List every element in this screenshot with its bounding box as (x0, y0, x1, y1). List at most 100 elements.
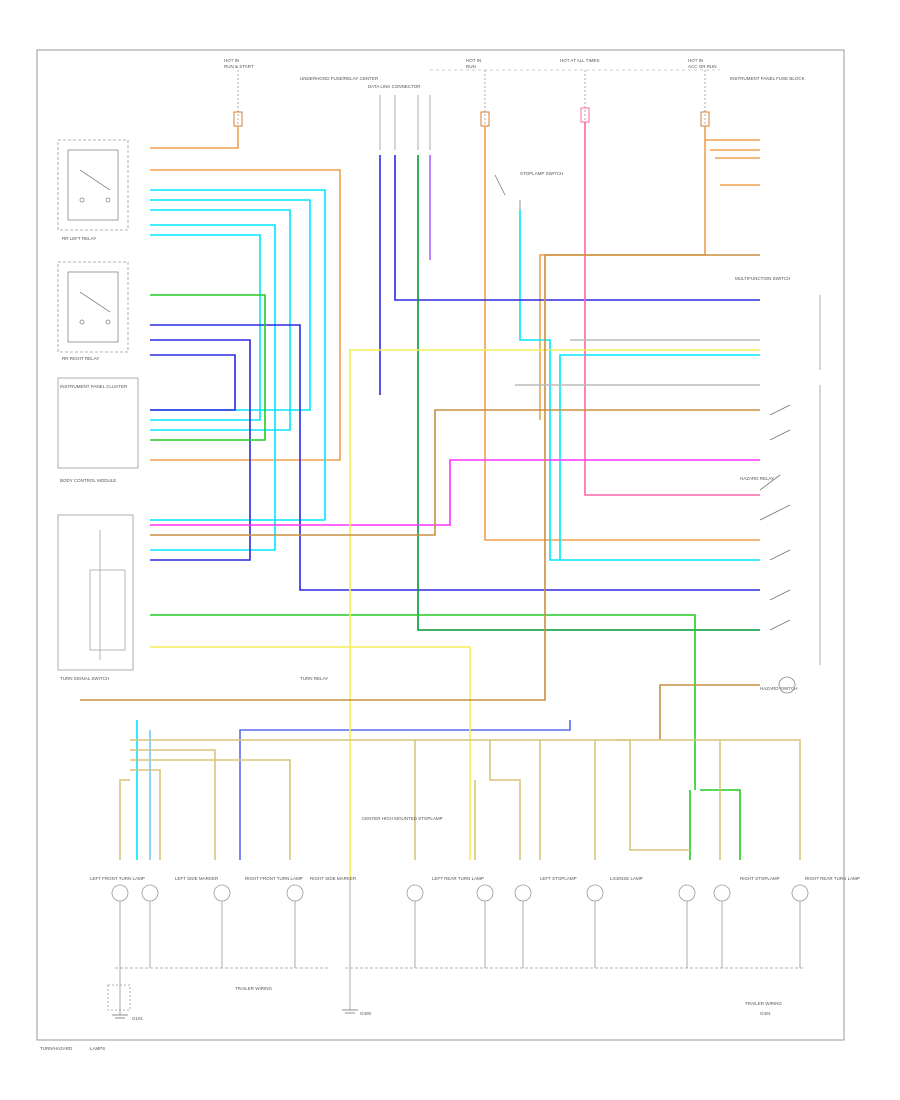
fuse-a-label: HOT IN (224, 58, 239, 63)
ground-icon (112, 1009, 358, 1019)
turn-signal-switch-box (57, 514, 134, 671)
turn-relay-label: TURN RELAY (300, 676, 328, 681)
wire-tan-3 (130, 759, 291, 860)
wire-orange-2 (150, 169, 341, 461)
wires (80, 122, 801, 880)
lt-side-marker-label: LEFT SIDE MARKER (175, 876, 219, 881)
wire-brown-2 (80, 254, 760, 701)
center-hi-stop-label: CENTER HIGH MOUNTED STOPLAMP (362, 816, 443, 821)
turn-signal-switch-label: TURN SIGNAL SWITCH (60, 676, 109, 681)
lamp-icon (586, 884, 604, 902)
underhood-label: UNDERHOOD FUSE/RELAY CENTER (300, 76, 379, 81)
wire-blue-3 (150, 354, 236, 411)
ground-right-label: G401 (760, 1011, 772, 1016)
rr-left-relay-label: RR LEFT RELAY (62, 236, 96, 241)
fuse-b-label: HOT IN (466, 58, 481, 63)
trailer-right-label: TRAILER WIRING (745, 1001, 783, 1006)
lt-front-turn-label: LEFT FRONT TURN LAMP (90, 876, 145, 881)
connector-icon (107, 984, 131, 1011)
multifunction-label: MULTIFUNCTION SWITCH (735, 276, 790, 281)
wire-brown-3 (659, 684, 760, 740)
fuse-column-d (700, 70, 710, 130)
wire-cyan-3 (150, 209, 291, 431)
diagram-frame (36, 49, 845, 1041)
wire-cyan-1 (150, 189, 326, 521)
ip-cluster-label: INSTRUMENT PANEL CLUSTER (60, 384, 128, 389)
wire-blue-1 (150, 324, 760, 591)
wire-green-1 (150, 294, 266, 441)
wire-orange-4 (539, 126, 706, 420)
wire-orange-1 (150, 126, 239, 149)
lt-stop-label: LEFT STOPLAMP (540, 876, 577, 881)
lamp-icon (678, 884, 696, 902)
trailer-left-label: TRAILER WIRING (235, 986, 273, 991)
lamp-icon (791, 884, 809, 902)
ground-left-label: G101 (132, 1016, 144, 1021)
wire-cyan-2 (150, 199, 311, 411)
wire-cyan-4 (150, 224, 276, 551)
fuse-column-b (480, 70, 490, 130)
rr-right-relay-label: RR RIGHT RELAY (62, 356, 99, 361)
switch-icon (67, 271, 119, 343)
hazard-switch-sub: HAZARD RELAY (740, 476, 774, 481)
fuse-column-c (580, 70, 590, 130)
lamp-icon (111, 884, 129, 902)
wire-tan-5 (119, 779, 130, 860)
ip-fuse-label: INSTRUMENT PANEL FUSE BLOCK (730, 76, 805, 81)
wire-cyan-5 (150, 234, 261, 421)
wire-magenta-1 (150, 459, 760, 526)
bcm-label: BODY CONTROL MODULE (60, 478, 116, 483)
wire-pink-1 (584, 122, 760, 496)
wire-green-4 (700, 789, 741, 860)
lamp-icon (286, 884, 304, 902)
lamp-icon (141, 884, 159, 902)
fuse-b-sub: RUN (466, 64, 476, 69)
fuse-d-label: HOT IN (688, 58, 703, 63)
wire-tan-10 (615, 739, 690, 851)
wire-tan-4 (130, 769, 161, 860)
fuse-c-label: HOT AT ALL TIMES (560, 58, 600, 63)
rt-stop-label: RIGHT STOPLAMP (740, 876, 780, 881)
fuse-a-sub: RUN & START (224, 64, 254, 69)
ground-center-label: G400 (360, 1011, 372, 1016)
fuse-d-sub: ACC OR RUN (688, 64, 717, 69)
data-link-label: DATA LINK CONNECTOR (368, 84, 421, 89)
wire-green-3 (150, 614, 696, 790)
wire-tan-2 (130, 749, 216, 860)
switch-icon (759, 404, 791, 631)
footer-left: TURN/HAZARD (40, 1046, 73, 1051)
wire-brown-1 (150, 409, 760, 536)
fuse-column-a (233, 70, 243, 130)
wire-orange-3 (484, 126, 760, 541)
wire-tan-7 (489, 740, 521, 860)
switch-icon (89, 530, 126, 660)
lamp-icon (514, 884, 532, 902)
footer-right: LAMPS (90, 1046, 105, 1051)
lamp-row (111, 884, 809, 902)
switch-icon (494, 174, 521, 215)
rr-left-relay-box (57, 139, 129, 231)
lt-rear-turn-label: LEFT REAR TURN LAMP (432, 876, 484, 881)
rt-side-marker-label: RIGHT SIDE MARKER (310, 876, 357, 881)
wire-blue-2 (150, 339, 251, 561)
wire-green-2 (417, 155, 760, 631)
rt-front-turn-label: RIGHT FRONT TURN LAMP (245, 876, 303, 881)
hazard-switch-label: HAZARD SWITCH (760, 686, 798, 691)
rt-rear-turn-label: RIGHT REAR TURN LAMP (805, 876, 860, 881)
lamp-icon (476, 884, 494, 902)
switch-icon (67, 149, 119, 221)
wire-yellow-1 (150, 646, 471, 860)
lamp-icon (406, 884, 424, 902)
wire-blue-4 (394, 155, 760, 301)
rr-right-relay-box (57, 261, 129, 353)
ground-drops (119, 880, 801, 1015)
license-lamp-label: LICENSE LAMP (610, 876, 643, 881)
wire-cyan-7 (559, 354, 760, 560)
lamp-icon (213, 884, 231, 902)
lamp-icon (713, 884, 731, 902)
wire-cyan-6 (519, 210, 760, 561)
top-connector-group (379, 95, 431, 150)
horn-icon (778, 676, 796, 694)
ip-cluster-box (57, 377, 139, 469)
